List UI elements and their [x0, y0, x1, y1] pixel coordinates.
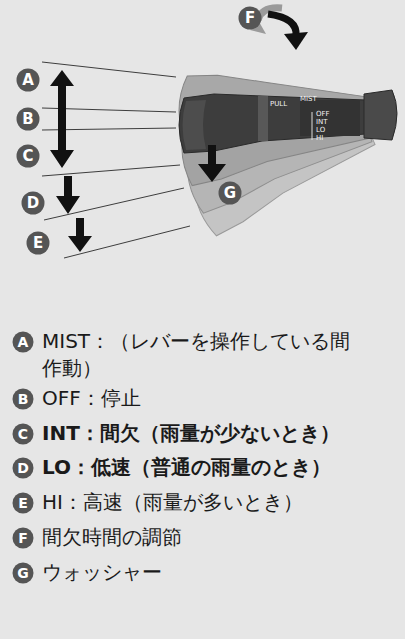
legend-text: 間欠時間の調節	[42, 524, 364, 551]
legend-text: OFF：停止	[42, 385, 364, 412]
callout-circle-fill	[13, 389, 34, 410]
callout-letter: C	[16, 144, 40, 168]
lever-marking: PULL	[270, 100, 287, 108]
callout-letter: B	[16, 107, 40, 131]
callout-number: G	[218, 181, 242, 205]
callout-circle-fill	[13, 332, 34, 353]
lever-marking: LO	[316, 126, 325, 134]
lever-marking: HI	[316, 134, 323, 142]
legend-text: LO：低速（普通の雨量のとき）	[42, 454, 364, 481]
legend-text: HI：高速（雨量が多いとき）	[42, 489, 364, 516]
callout-letter: G	[218, 181, 242, 205]
legend-text: MIST：（レバーを操作している間作動）	[42, 328, 364, 382]
lever-marking: OFF	[316, 110, 330, 118]
callout-circle-fill	[239, 7, 262, 30]
callout-circle-fill	[17, 108, 40, 131]
callout-number: F	[238, 6, 262, 30]
callout-circle-fill	[13, 528, 34, 549]
callout-circle-fill	[13, 424, 34, 445]
callout-circle-fill	[27, 232, 50, 255]
callout-circle-fill	[13, 493, 34, 514]
callout-circle-fill	[17, 145, 40, 168]
callout-circle-fill	[13, 458, 34, 479]
callout-number: G	[12, 562, 34, 584]
callout-number: E	[12, 492, 34, 514]
lever-marking: MIST	[300, 95, 317, 103]
callout-number: F	[12, 527, 34, 549]
callout-circle-fill	[219, 182, 242, 205]
lever-marking: INT	[316, 118, 328, 126]
legend-row: E HI：高速（雨量が多いとき）	[12, 489, 397, 517]
callout-number: D	[12, 457, 34, 479]
callout-number: E	[26, 231, 50, 255]
callout-number: B	[12, 388, 34, 410]
legend-row: B OFF：停止	[12, 385, 397, 413]
legend-row: C INT：間欠（雨量が少ないとき）	[12, 420, 397, 448]
callout-number: A	[16, 68, 40, 92]
callout-letter: A	[16, 68, 40, 92]
callout-circle-fill	[17, 69, 40, 92]
callout-number: B	[16, 107, 40, 131]
legend-row: G ウォッシャー	[12, 559, 397, 587]
leader-line	[42, 62, 190, 258]
callout-number: C	[12, 423, 34, 445]
callout-circle-fill	[13, 563, 34, 584]
legend-row: D LO：低速（普通の雨量のとき）	[12, 454, 397, 482]
callout-number: D	[21, 191, 45, 215]
callout-letter: D	[21, 191, 45, 215]
callout-number: A	[12, 331, 34, 353]
callout-circle-fill	[22, 192, 45, 215]
motion-arrow	[50, 70, 226, 252]
callout-letter: E	[26, 231, 50, 255]
legend-text: INT：間欠（雨量が少ないとき）	[42, 420, 364, 447]
wiper-lever	[179, 90, 397, 153]
legend-text: ウォッシャー	[42, 559, 364, 586]
callout-number: C	[16, 144, 40, 168]
legend-row: F 間欠時間の調節	[12, 524, 397, 552]
callout-letter: F	[238, 6, 262, 30]
legend-row: AMIST：（レバーを操作している間作動）	[12, 328, 397, 356]
